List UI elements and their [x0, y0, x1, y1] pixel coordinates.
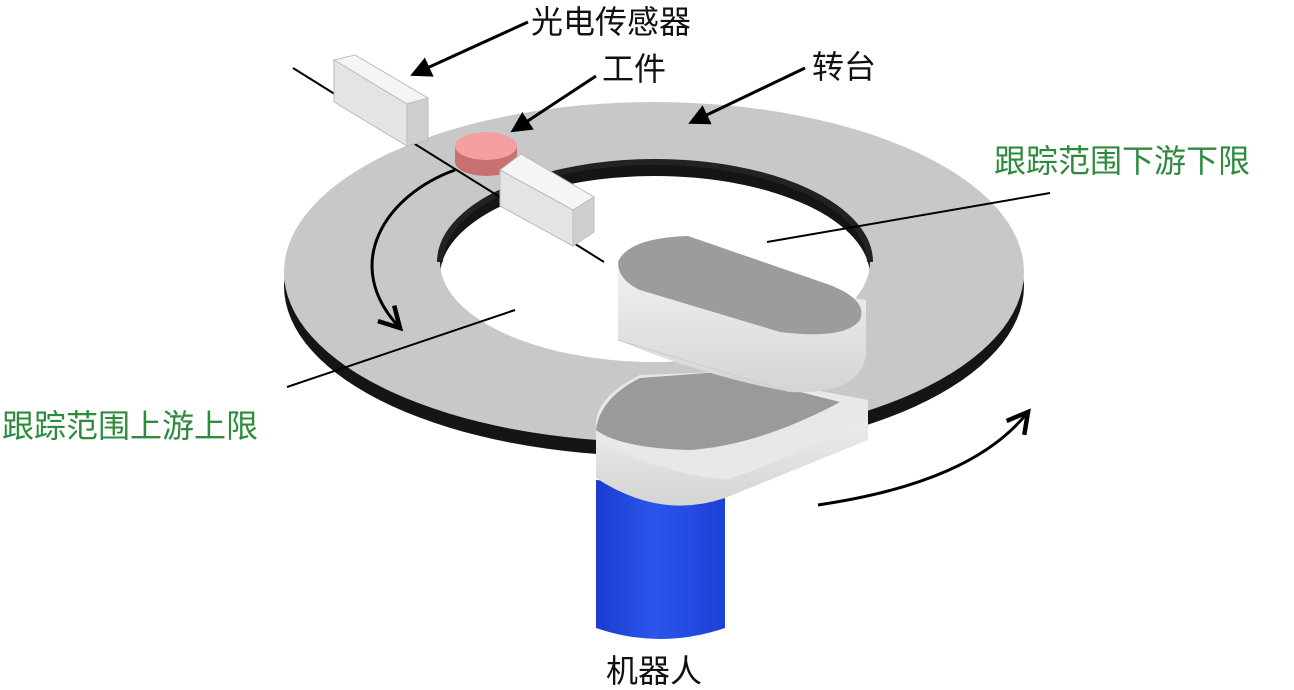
- upstream-limit-label: 跟踪范围上游上限: [2, 407, 258, 445]
- robot-rotation-arrow: [817, 412, 1028, 507]
- turntable-callout-arrow: [688, 66, 806, 125]
- upstream-limit-leader: [286, 309, 516, 388]
- turntable-rotation-arrow: [370, 168, 456, 328]
- turntable-inner-wall: [437, 159, 873, 263]
- workpiece-callout-arrow: [510, 74, 597, 133]
- robot: [596, 236, 868, 639]
- downstream-limit-label: 跟踪范围下游下限: [994, 142, 1250, 180]
- turntable-label: 转台: [812, 48, 876, 86]
- robot-label: 机器人: [606, 652, 702, 690]
- sensor-label: 光电传感器: [531, 3, 691, 41]
- sensor-emitter: [332, 54, 430, 147]
- robot-base: [596, 480, 725, 639]
- sensor-callout-arrow: [410, 20, 529, 77]
- sensor-receiver: [499, 153, 595, 247]
- workpiece-label: 工件: [602, 50, 666, 88]
- downstream-limit-leader: [766, 192, 1051, 243]
